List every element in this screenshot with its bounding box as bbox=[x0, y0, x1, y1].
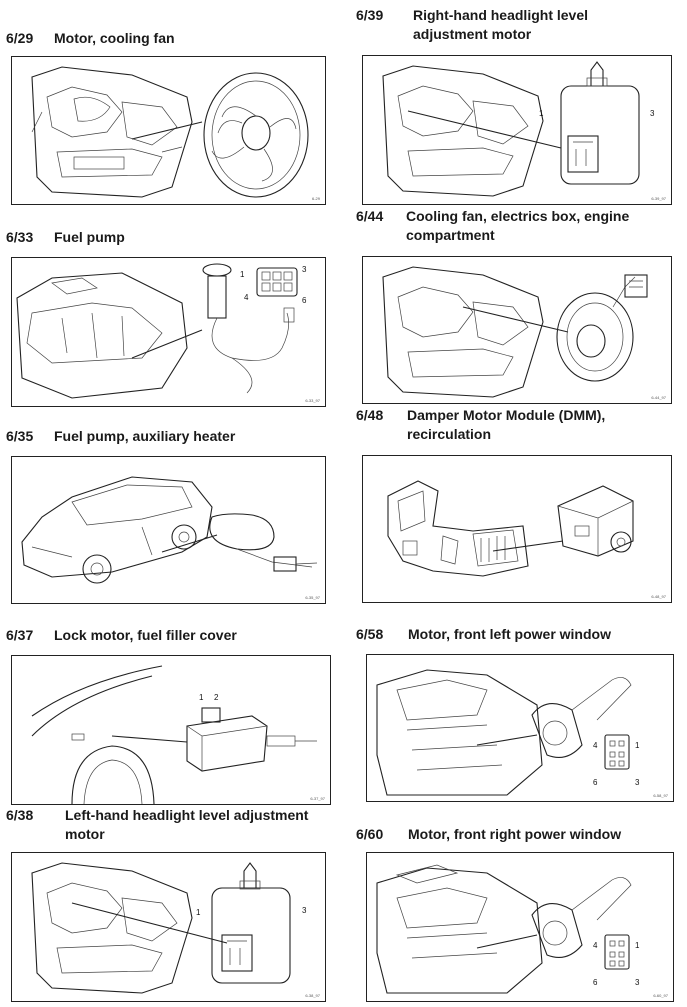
figure-fuel-pump-aux-heater: 6-35_97 bbox=[11, 456, 326, 604]
figure-cooling-fan-motor: 6-29 bbox=[11, 56, 326, 205]
car-door-drawing: 4 1 6 3 bbox=[376, 864, 640, 994]
section-title: Motor, front left power window bbox=[408, 626, 611, 642]
pin-label: 1 bbox=[539, 109, 544, 118]
section-code: 6/58 bbox=[356, 626, 384, 642]
section-code: 6/39 bbox=[356, 7, 384, 23]
window-motor-unit bbox=[531, 677, 632, 758]
pin-label: 3 bbox=[635, 778, 640, 787]
window-motor-unit bbox=[531, 877, 632, 958]
section-title-line-1: Cooling fan, electrics box, engine bbox=[406, 208, 630, 224]
figure-number: 6-48_97 bbox=[651, 594, 666, 599]
figure-number: 6-35_97 bbox=[305, 595, 320, 600]
section-title-line-1: Left-hand headlight level adjustment bbox=[65, 807, 309, 823]
section-title: Motor, cooling fan bbox=[54, 30, 175, 46]
pin-label: 3 bbox=[650, 109, 655, 118]
headlight-motor-unit: 1 3 bbox=[196, 862, 307, 984]
lock-motor-drawing: 1 2 bbox=[31, 665, 317, 804]
section-code: 6/37 bbox=[6, 627, 34, 643]
section-title: Right-hand headlight level adjustment mo… bbox=[413, 6, 588, 44]
figure-number: 6-58_97 bbox=[653, 793, 668, 798]
fan-electrics-unit bbox=[556, 274, 648, 382]
fuel-pump-drawing: 1 3 4 6 bbox=[16, 263, 307, 399]
section-title: Left-hand headlight level adjustment mot… bbox=[65, 806, 308, 844]
pin-label: 3 bbox=[635, 978, 640, 987]
section-title-line-1: Right-hand headlight level bbox=[413, 7, 589, 23]
fan-shroud bbox=[203, 72, 309, 198]
section-code: 6/29 bbox=[6, 30, 34, 46]
section-title: Damper Motor Module (DMM), recirculation bbox=[407, 406, 605, 444]
sedan-drawing bbox=[21, 476, 318, 584]
car-door-drawing: 4 1 6 3 bbox=[376, 669, 640, 796]
figure-damper-motor-module: 6-48_97 bbox=[362, 455, 672, 603]
figure-number: 6-38_97 bbox=[305, 993, 320, 998]
lock-motor-unit: 1 2 bbox=[186, 693, 317, 772]
engine-bay-drawing: 1 3 bbox=[31, 862, 307, 994]
engine-bay-drawing bbox=[31, 66, 309, 198]
figure-number: 6-44_97 bbox=[651, 395, 666, 400]
connector-pinout: 4 1 6 3 bbox=[593, 934, 640, 987]
section-title: Fuel pump bbox=[54, 229, 125, 245]
figure-number: 6-29 bbox=[311, 196, 320, 201]
figure-left-headlight-motor: 1 3 6-38_97 bbox=[11, 852, 326, 1002]
pin-label: 4 bbox=[244, 293, 249, 302]
pin-label: 6 bbox=[302, 296, 307, 305]
section-title: Cooling fan, electrics box, engine compa… bbox=[406, 207, 629, 245]
section-title: Lock motor, fuel filler cover bbox=[54, 627, 237, 643]
pin-label: 3 bbox=[302, 265, 307, 274]
connector-pinout: 4 1 6 3 bbox=[593, 734, 640, 787]
engine-bay-drawing: 1 3 bbox=[382, 61, 655, 197]
section-code: 6/44 bbox=[356, 208, 384, 224]
section-title-line-2: motor bbox=[65, 826, 105, 842]
aux-pump-assembly bbox=[209, 513, 318, 572]
section-title: Motor, front right power window bbox=[408, 826, 622, 842]
figure-lock-motor-fuel-filler: 1 2 6-37_97 bbox=[11, 655, 331, 805]
figure-cooling-fan-electrics-box: 6-44_97 bbox=[362, 256, 672, 404]
section-code: 6/60 bbox=[356, 826, 384, 842]
section-title-line-2: recirculation bbox=[407, 426, 492, 442]
section-code: 6/35 bbox=[6, 428, 34, 444]
figure-right-headlight-motor: 1 3 6-39_97 bbox=[362, 55, 672, 205]
section-title-line-1: Damper Motor Module (DMM), bbox=[407, 407, 606, 423]
figure-front-left-window-motor: 4 1 6 3 6-58_97 bbox=[366, 654, 674, 802]
connector-pinout: 1 3 4 6 bbox=[240, 265, 307, 305]
pin-label: 1 bbox=[635, 941, 640, 950]
section-title-line-2: adjustment motor bbox=[413, 26, 532, 42]
section-code: 6/38 bbox=[6, 807, 34, 823]
pin-label: 1 bbox=[196, 908, 201, 917]
section-title: Fuel pump, auxiliary heater bbox=[54, 428, 236, 444]
pin-label: 3 bbox=[302, 906, 307, 915]
figure-number: 6-33_97 bbox=[305, 398, 320, 403]
engine-bay-drawing bbox=[382, 266, 648, 398]
pin-label: 1 bbox=[635, 741, 640, 750]
figure-front-right-window-motor: 4 1 6 3 6-60_97 bbox=[366, 852, 674, 1002]
pin-label: 6 bbox=[593, 978, 598, 987]
pin-label: 1 bbox=[199, 693, 204, 702]
figure-number: 6-37_97 bbox=[310, 796, 325, 801]
dmm-unit bbox=[557, 485, 634, 557]
figure-number: 6-60_97 bbox=[653, 993, 668, 998]
headlight-motor-unit: 1 3 bbox=[539, 61, 655, 185]
pin-label: 1 bbox=[240, 270, 245, 279]
pin-label: 4 bbox=[593, 941, 598, 950]
section-code: 6/33 bbox=[6, 229, 34, 245]
pin-label: 2 bbox=[214, 693, 219, 702]
section-title-line-2: compartment bbox=[406, 227, 495, 243]
pin-label: 6 bbox=[593, 778, 598, 787]
section-code: 6/48 bbox=[356, 407, 384, 423]
pin-label: 4 bbox=[593, 741, 598, 750]
fuel-pump-unit bbox=[202, 263, 295, 394]
figure-number: 6-39_97 bbox=[651, 196, 666, 201]
figure-fuel-pump: 1 3 4 6 6-33_97 bbox=[11, 257, 326, 407]
climate-unit-drawing bbox=[387, 480, 634, 577]
